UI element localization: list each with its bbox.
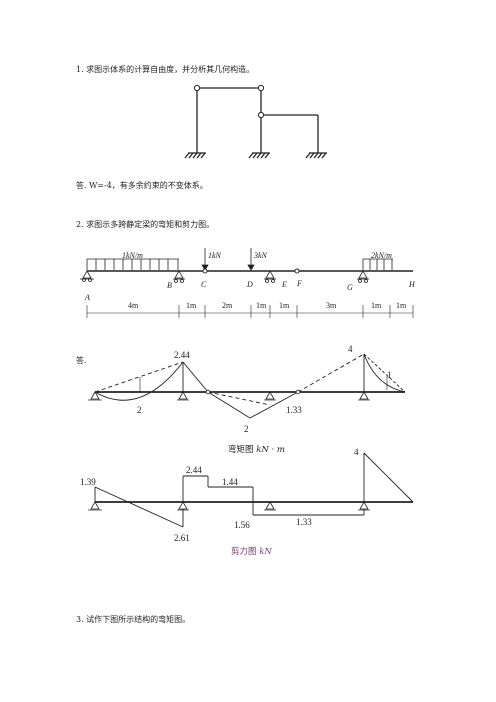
answer-1-text: 答. W=-4，有多余约束的不变体系。 bbox=[76, 181, 208, 190]
point-c: C bbox=[201, 280, 207, 289]
load-label-3kn: 3kN bbox=[253, 251, 268, 260]
dim-1m-a: 1m bbox=[186, 301, 197, 310]
point-b: B bbox=[167, 281, 172, 290]
dim-1m-d: 1m bbox=[371, 301, 382, 310]
dim-1m-b: 1m bbox=[256, 301, 267, 310]
load-label-2kn-per-m: 2kN/m bbox=[371, 251, 392, 260]
point-f: F bbox=[296, 279, 302, 288]
point-a: A bbox=[84, 293, 90, 302]
shear-caption-unit: kN bbox=[259, 547, 272, 557]
shear-value-1-44: 1.44 bbox=[222, 477, 238, 487]
dim-1m-e: 1m bbox=[396, 301, 407, 310]
moment-value-2-44: 2.44 bbox=[174, 350, 190, 360]
hinge-top-left bbox=[193, 84, 201, 92]
shear-value-2-61: 2.61 bbox=[174, 533, 190, 543]
load-label-1kn: 1kN bbox=[208, 251, 222, 260]
hinge-top-right bbox=[257, 84, 265, 92]
shear-value-4: 4 bbox=[354, 447, 359, 457]
question-2-text: 2. 求图示多跨静定梁的弯矩和剪力图。 bbox=[76, 220, 215, 229]
dim-3m: 3m bbox=[326, 301, 337, 310]
moment-diagram-caption: 弯矩图 kN · m bbox=[228, 445, 285, 455]
moment-value-1: 1 bbox=[387, 370, 392, 380]
load-label-1kn-per-m: 1kN/m bbox=[122, 251, 143, 260]
moment-value-1-33: 1.33 bbox=[286, 405, 302, 415]
dim-4m: 4m bbox=[128, 301, 139, 310]
shear-value-1-56: 1.56 bbox=[234, 520, 250, 530]
shear-value-2-44: 2.44 bbox=[186, 465, 202, 475]
dim-2m: 2m bbox=[222, 301, 233, 310]
point-d: D bbox=[246, 280, 253, 289]
point-e: E bbox=[281, 280, 287, 289]
answer-2-label: 答. bbox=[76, 356, 87, 365]
shear-diagram-caption: 剪力图 kN bbox=[231, 547, 272, 557]
question-1-text: 1. 求图示体系的计算自由度，并分析其几何构造。 bbox=[76, 65, 255, 74]
shear-value-1-33: 1.33 bbox=[296, 517, 312, 527]
shear-value-1-39: 1.39 bbox=[80, 477, 96, 487]
moment-value-2-span: 2 bbox=[137, 405, 142, 415]
shear-caption-zh: 剪力图 bbox=[231, 547, 257, 557]
moment-value-4: 4 bbox=[348, 344, 353, 354]
moment-value-2-d: 2 bbox=[244, 424, 249, 434]
point-h: H bbox=[408, 280, 416, 289]
moment-caption-zh: 弯矩图 bbox=[228, 445, 254, 455]
dim-1m-c: 1m bbox=[279, 301, 290, 310]
moment-caption-unit: kN · m bbox=[256, 445, 285, 455]
hinge-mid bbox=[257, 111, 265, 119]
point-g: G bbox=[347, 283, 353, 292]
question-3-text: 3. 试作下图所示结构的弯矩图。 bbox=[76, 615, 191, 624]
